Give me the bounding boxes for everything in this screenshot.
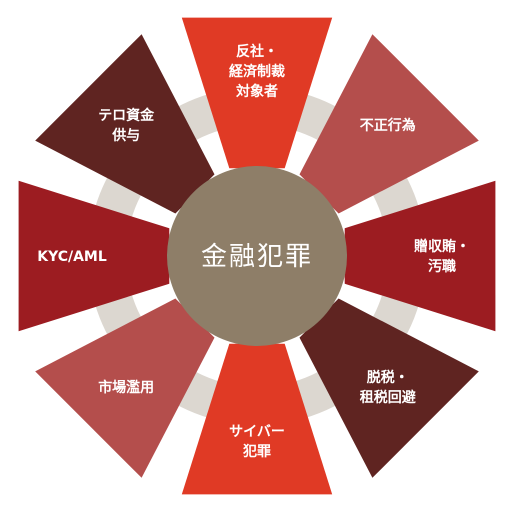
segment-2-label-line-0: 贈収賄・ [414,238,470,255]
segment-0-label-line-2: 対象者 [235,83,278,100]
segment-3-label-line-0: 脱税・ [367,369,409,386]
segment-4 [181,343,333,495]
segment-6 [18,180,170,332]
segment-0-label-line-1: 経済制裁 [229,63,285,80]
segment-7-label-line-1: 供与 [111,127,140,144]
segment-3-label-line-1: 租税回避 [360,389,416,406]
segment-7-label-line-0: テロ資金 [98,107,155,124]
segment-5-label-line-0: 市場濫用 [98,379,154,396]
segment-3 [299,298,479,478]
segment-5 [35,298,215,478]
segment-0 [181,17,333,169]
segment-7 [35,34,215,214]
center-label: 金融犯罪 [201,242,313,272]
segment-2 [344,180,496,332]
center-hub [167,166,347,346]
segment-0-label-line-0: 反社・ [236,43,278,60]
segment-1-label-line-0: 不正行為 [360,117,416,134]
segment-6-label-line-0: KYC/AML [37,249,107,265]
segment-4-label-line-1: 犯罪 [242,443,271,460]
segment-1 [299,34,479,214]
segment-2-label-line-1: 汚職 [428,258,456,275]
segment-4-label-line-0: サイバー [229,424,285,440]
